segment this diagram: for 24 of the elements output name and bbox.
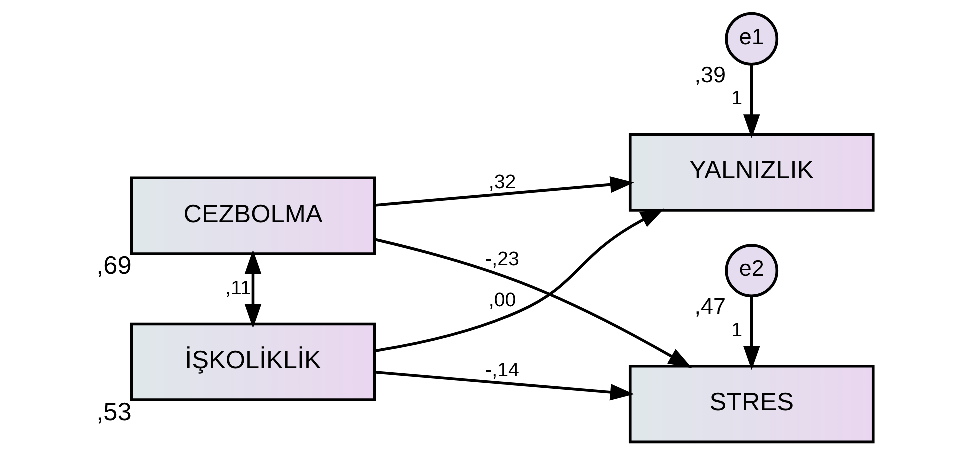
node-label: ,69 — [96, 252, 132, 280]
node-label: ,39 — [694, 62, 726, 88]
node-label: ,47 — [694, 294, 726, 320]
arrow — [743, 296, 760, 370]
arrow — [374, 208, 664, 352]
edge-label: ,00 — [488, 289, 516, 312]
node-box: STRES — [628, 364, 874, 444]
node-box: YALNIZLIK — [628, 133, 874, 212]
edge-label: 1 — [731, 88, 742, 110]
arrow — [374, 371, 634, 401]
edge-label: -,23 — [485, 248, 519, 271]
node-circle: e2 — [724, 244, 778, 298]
edge-label: ,32 — [488, 171, 516, 194]
arrow — [244, 250, 262, 328]
arrow — [743, 64, 760, 139]
node-box: İŞKOLİKLİK — [130, 322, 376, 402]
arrow — [374, 176, 634, 207]
node-circle: e1 — [724, 12, 778, 66]
edge-label: -,14 — [485, 359, 519, 382]
arrow — [374, 238, 692, 368]
node-label: ,53 — [96, 398, 132, 426]
edge-label: 1 — [731, 319, 742, 342]
edge-label: ,11 — [225, 277, 251, 300]
node-box: CEZBOLMA — [130, 176, 376, 256]
